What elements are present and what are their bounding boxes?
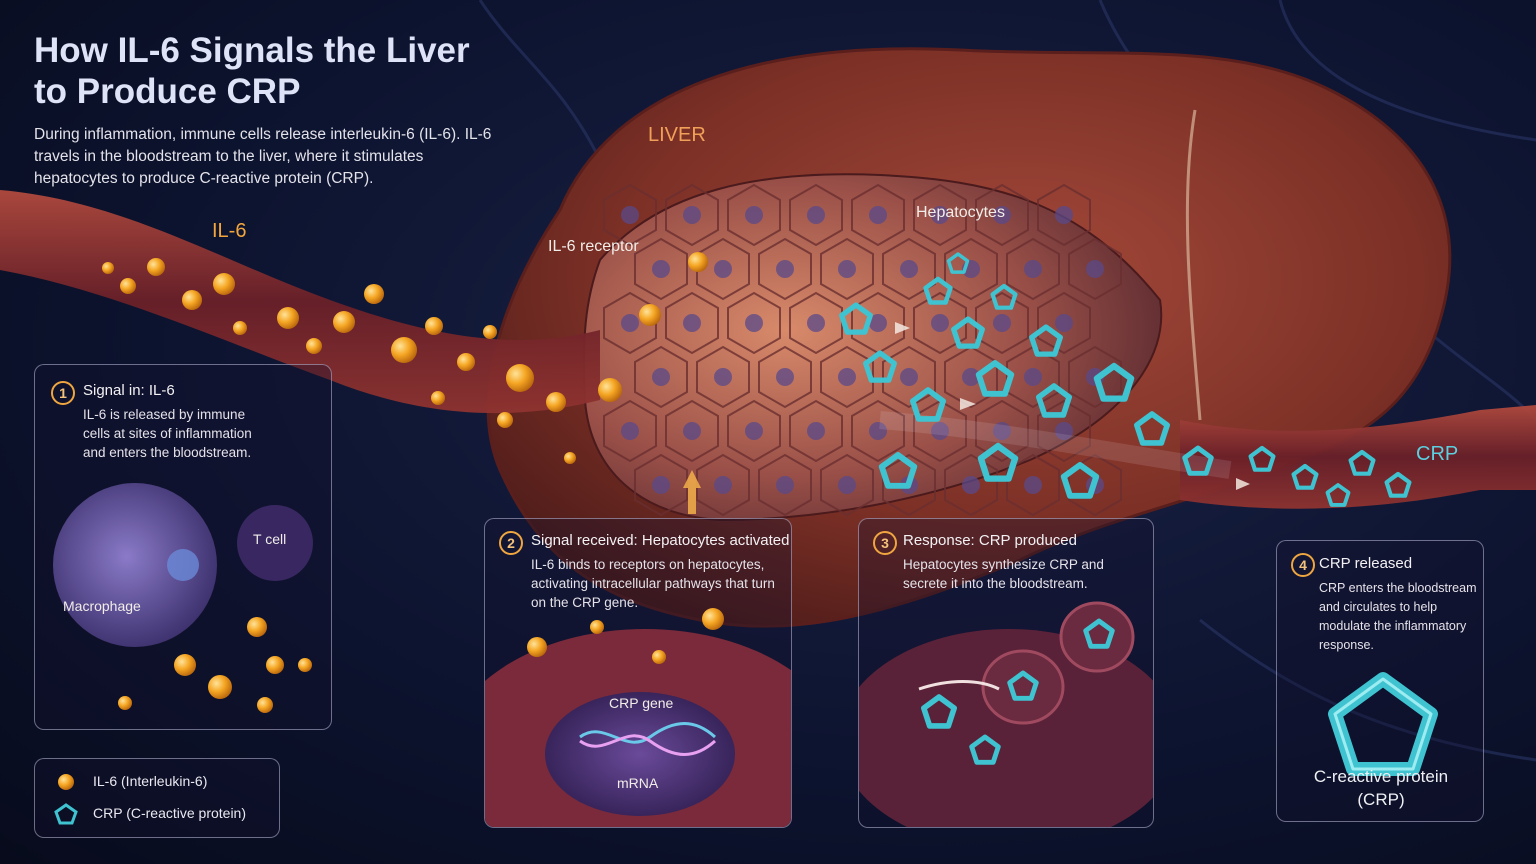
- legend-il6: IL-6 (Interleukin-6): [93, 773, 208, 789]
- step-3-panel: 3 Response: CRP produced Hepatocytes syn…: [858, 518, 1154, 828]
- crp-full-label: C-reactive protein (CRP): [1313, 767, 1449, 809]
- il6-dot: [182, 290, 202, 310]
- step-3-number: 3: [873, 531, 897, 555]
- il6-dot: [598, 378, 622, 402]
- il6-dot: [457, 353, 475, 371]
- crp-pentagon: [1029, 324, 1063, 357]
- macrophage-cell: [53, 483, 217, 647]
- step-4-body: CRP enters the bloodstream and circulate…: [1319, 581, 1477, 652]
- crp-label: CRP: [1416, 443, 1459, 465]
- page-title: How IL-6 Signals the Liver to Produce CR…: [34, 31, 470, 111]
- il6-dot: [639, 304, 661, 326]
- step-2-body: IL-6 binds to receptors on hepatocytes, …: [531, 557, 775, 610]
- crp-pentagon: [1182, 445, 1214, 476]
- crp-pentagon: [1325, 483, 1351, 507]
- il6-label: IL-6: [212, 220, 247, 242]
- crp-pentagon: [923, 276, 953, 305]
- step-4-number: 4: [1291, 553, 1315, 577]
- crp-pentagon: [951, 316, 985, 349]
- crp-pentagon: [946, 252, 970, 274]
- crp-pentagon: [1291, 463, 1319, 490]
- il6-dot: [233, 321, 247, 335]
- step-3-heading: Response: CRP produced: [903, 532, 1077, 549]
- il6-dot: [546, 392, 566, 412]
- crp-pentagon: [878, 452, 918, 489]
- crp-pentagon: [969, 734, 1001, 765]
- il6-dot: [333, 311, 355, 333]
- crp-pentagon: [1248, 445, 1276, 472]
- crp-pentagon: [909, 387, 947, 422]
- il6-dot: [147, 258, 165, 276]
- crp-pentagon: [1083, 618, 1115, 649]
- crp-pentagon: [839, 302, 873, 335]
- crp-pentagon: [1134, 411, 1170, 446]
- crp-pentagon: [1007, 670, 1039, 701]
- legend-crp: CRP (C-reactive protein): [93, 805, 247, 821]
- mrna-label: mRNA: [617, 775, 659, 791]
- il6-dot: [120, 278, 136, 294]
- crp-pentagon: [1093, 362, 1135, 402]
- il6-molecules: [102, 252, 708, 464]
- il6-dot: [483, 325, 497, 339]
- il6-dot: [564, 452, 576, 464]
- hepatocytes-label: Hepatocytes: [916, 204, 1005, 221]
- step-4-heading: CRP released: [1319, 555, 1413, 572]
- il6-dot: [213, 273, 235, 295]
- step-4-panel: 4 CRP released CRP enters the bloodstrea…: [1276, 540, 1484, 822]
- macrophage-label: Macrophage: [63, 598, 141, 614]
- il6-dot: [102, 262, 114, 274]
- crp-pentagon: [1060, 462, 1100, 499]
- step-1-body: IL-6 is released by immune cells at site…: [83, 407, 252, 460]
- crp-gene-label: CRP gene: [609, 695, 674, 711]
- crp-pentagon: [975, 360, 1015, 397]
- il6-dot: [506, 364, 534, 392]
- t-cell: [237, 505, 313, 581]
- crp-molecules: [839, 252, 1412, 507]
- immune-cells-art: [53, 483, 313, 713]
- il6-dot: [431, 391, 445, 405]
- crp-pentagon: [977, 442, 1019, 482]
- il6-dot: [425, 317, 443, 335]
- step-1-heading: Signal in: IL-6: [83, 382, 175, 399]
- crp-pentagon: [1348, 449, 1376, 476]
- step-2-panel: 2 Signal received: Hepatocytes activated…: [484, 518, 792, 828]
- il6-dot: [277, 307, 299, 329]
- step-1-panel: 1 Signal in: IL-6 IL-6 is released by im…: [34, 364, 332, 730]
- il6-dot: [391, 337, 417, 363]
- crp-pentagon: [863, 350, 897, 383]
- hepatocyte-nucleus-art: [485, 608, 791, 827]
- step-2-number: 2: [499, 531, 523, 555]
- crp-pentamer-icon: [54, 803, 78, 825]
- legend: IL-6 (Interleukin-6) CRP (C-reactive pro…: [34, 758, 280, 838]
- crp-pentagon: [1036, 383, 1072, 418]
- liver-label: LIVER: [648, 124, 706, 146]
- crp-pentamer-illustration: [1328, 672, 1438, 776]
- crp-secretion-art: [859, 601, 1153, 827]
- t-cell-label: T cell: [253, 531, 287, 547]
- il6-molecule-icon: [58, 774, 74, 790]
- crp-pentagon: [921, 694, 957, 729]
- blood-vessel: [0, 190, 600, 414]
- crp-pentagon: [1384, 471, 1412, 498]
- il6-dot: [364, 284, 384, 304]
- step-3-body: Hepatocytes synthesize CRP and secrete i…: [903, 557, 1104, 591]
- step-1-number: 1: [51, 381, 75, 405]
- step-2-heading: Signal received: Hepatocytes activated: [531, 532, 790, 549]
- il6-dot: [497, 412, 513, 428]
- il6-receptor-label: IL-6 receptor: [548, 238, 639, 255]
- crp-pentagon: [990, 283, 1018, 310]
- il6-dot: [306, 338, 322, 354]
- flow-arrows: [683, 322, 1250, 514]
- intro-text: During inflammation, immune cells releas…: [34, 126, 492, 187]
- il6-dot: [688, 252, 708, 272]
